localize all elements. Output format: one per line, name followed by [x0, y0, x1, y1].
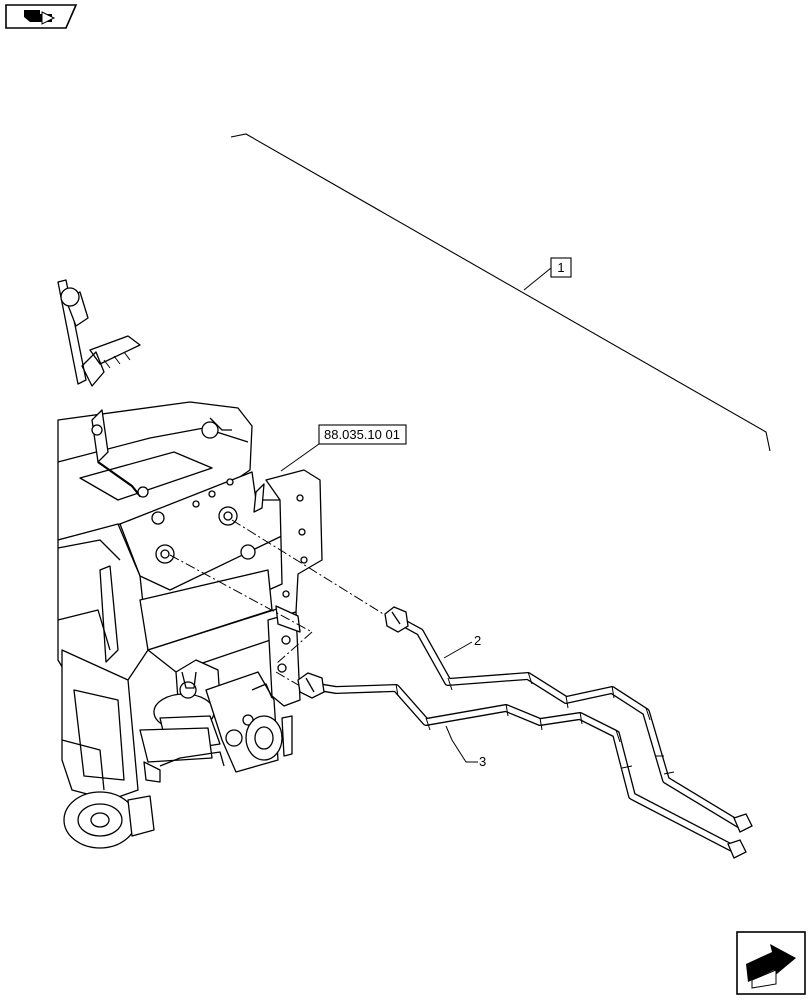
reference-label: 88.035.10 01: [324, 427, 400, 442]
callout-3[interactable]: 3: [445, 725, 486, 769]
next-page-arrow-icon[interactable]: [736, 931, 806, 995]
assembly-bracket-line: [230, 133, 771, 452]
pipe-3-nut-fitting: [297, 672, 325, 699]
callout-1-label: 1: [557, 260, 564, 275]
callout-1[interactable]: 1: [523, 257, 572, 291]
hydraulic-pipe-3[interactable]: [297, 672, 747, 859]
tractor-rear-frame: [57, 279, 323, 849]
hydraulic-pipe-2[interactable]: [384, 606, 753, 833]
callout-2-label: 2: [474, 633, 481, 648]
pipe-2-nut-fitting: [384, 606, 409, 633]
callout-2[interactable]: 2: [443, 633, 481, 659]
alignment-lines: [169, 519, 386, 687]
callout-3-label: 3: [479, 754, 486, 769]
view-direction-icon[interactable]: [5, 4, 78, 29]
pipe-2-end-fitting: [733, 813, 753, 833]
reference-callout[interactable]: 88.035.10 01: [280, 424, 407, 472]
pipe-3-end-fitting: [727, 839, 747, 859]
